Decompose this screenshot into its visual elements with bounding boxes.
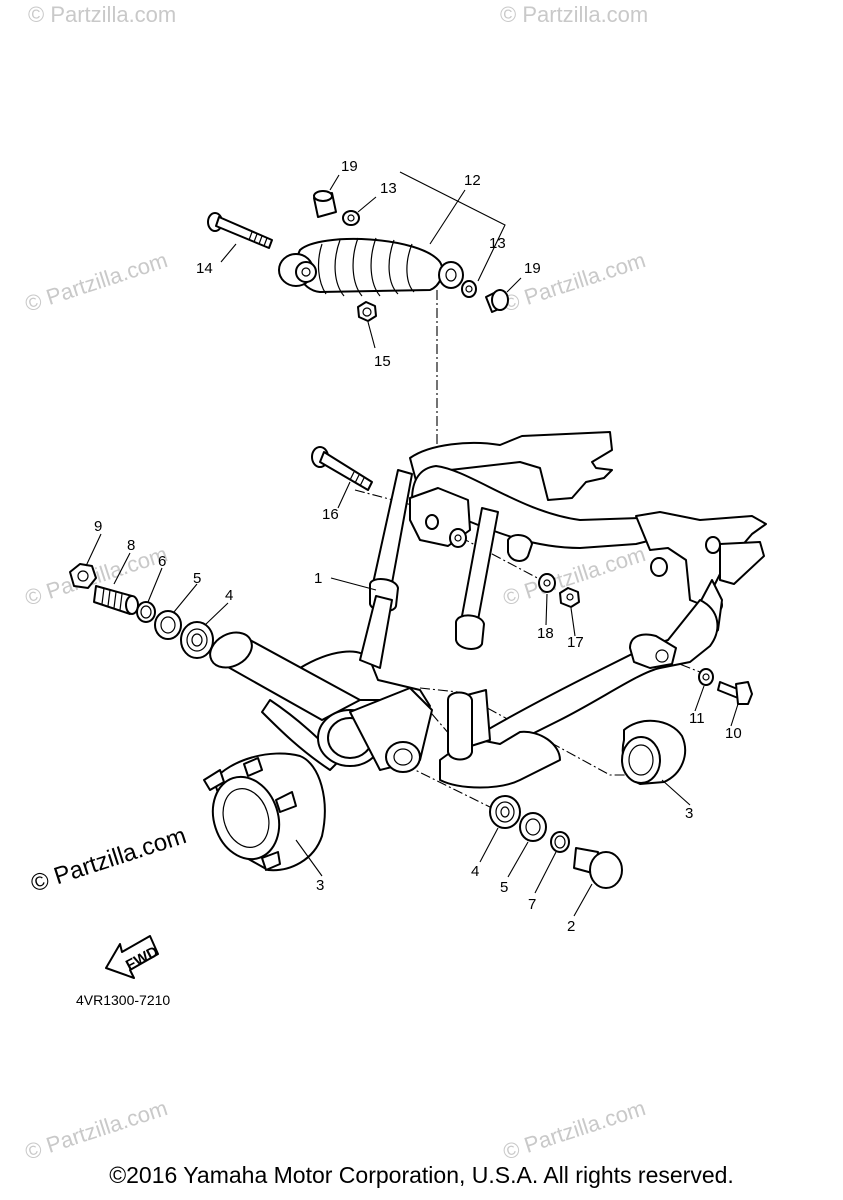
watermark: © Partzilla.com bbox=[28, 2, 176, 27]
washer-4-left bbox=[154, 610, 182, 640]
callout-8: 10 bbox=[725, 725, 742, 742]
watermark: © Partzilla.com bbox=[22, 247, 171, 317]
callout-labels: 19 13 12 13 19 14 15 16 1 9 8 6 5 4 18 1… bbox=[94, 158, 742, 935]
swingarm bbox=[209, 431, 767, 789]
nut-17 bbox=[559, 587, 580, 608]
collar-19-top bbox=[313, 190, 337, 218]
watermark: © Partzilla.com bbox=[500, 1095, 649, 1165]
washer-4-right bbox=[519, 812, 547, 842]
callout-3-right: 4 bbox=[471, 863, 479, 880]
collar-5-left bbox=[136, 601, 156, 623]
callout-6: 8 bbox=[127, 537, 135, 554]
callout-9: 11 bbox=[689, 710, 705, 727]
watermark-main: © Partzilla.com bbox=[28, 822, 190, 898]
washer-9 bbox=[698, 668, 714, 686]
rear-shock-absorber bbox=[278, 237, 464, 297]
callout-7: 9 bbox=[94, 518, 102, 535]
bolt-14 bbox=[207, 212, 273, 249]
nut-7 bbox=[69, 563, 97, 589]
copyright-notice: ©2016 Yamaha Motor Corporation, U.S.A. A… bbox=[109, 1162, 734, 1188]
callout-13-top: 13 bbox=[380, 180, 397, 197]
callout-13-right: 13 bbox=[489, 235, 506, 252]
washer-13 bbox=[342, 210, 477, 298]
callout-3-left: 4 bbox=[225, 587, 233, 604]
callout-12: 12 bbox=[464, 172, 481, 189]
callout-10: 3 bbox=[316, 877, 324, 894]
callout-5-right: 7 bbox=[528, 896, 536, 913]
cover-10 bbox=[203, 752, 326, 872]
bolt-8 bbox=[717, 681, 753, 705]
callout-2: 2 bbox=[567, 918, 575, 935]
callout-19-top: 19 bbox=[341, 158, 358, 175]
diagram-code: 4VR1300-7210 bbox=[76, 992, 171, 1008]
callout-5-left: 6 bbox=[158, 553, 166, 570]
washer-18 bbox=[538, 573, 556, 593]
callout-1: 1 bbox=[314, 570, 322, 587]
callout-15: 15 bbox=[374, 353, 391, 370]
callout-14: 14 bbox=[196, 260, 213, 277]
pivot-shaft-6 bbox=[93, 585, 139, 615]
watermark: © Partzilla.com bbox=[500, 2, 648, 27]
callout-4-right: 5 bbox=[500, 879, 508, 896]
callout-4-left: 5 bbox=[193, 570, 201, 587]
fwd-arrow-icon: FWD bbox=[105, 935, 161, 979]
bearing-3-left bbox=[180, 621, 214, 659]
cap-11 bbox=[621, 719, 687, 785]
collar-19-right bbox=[485, 289, 509, 313]
leader-lines bbox=[85, 171, 739, 917]
callout-19-right: 19 bbox=[524, 260, 541, 277]
bolt-16 bbox=[311, 446, 373, 491]
collar-5-right bbox=[550, 831, 570, 853]
callout-17: 17 bbox=[567, 634, 584, 651]
watermark: © Partzilla.com bbox=[500, 247, 649, 317]
callout-18: 18 bbox=[537, 625, 554, 642]
callout-16: 16 bbox=[322, 506, 339, 523]
pivot-shaft-2 bbox=[573, 847, 623, 889]
bearing-3-right bbox=[489, 795, 521, 829]
watermark: © Partzilla.com bbox=[22, 1095, 171, 1165]
nut-15 bbox=[357, 301, 377, 322]
callout-11: 3 bbox=[685, 805, 693, 822]
